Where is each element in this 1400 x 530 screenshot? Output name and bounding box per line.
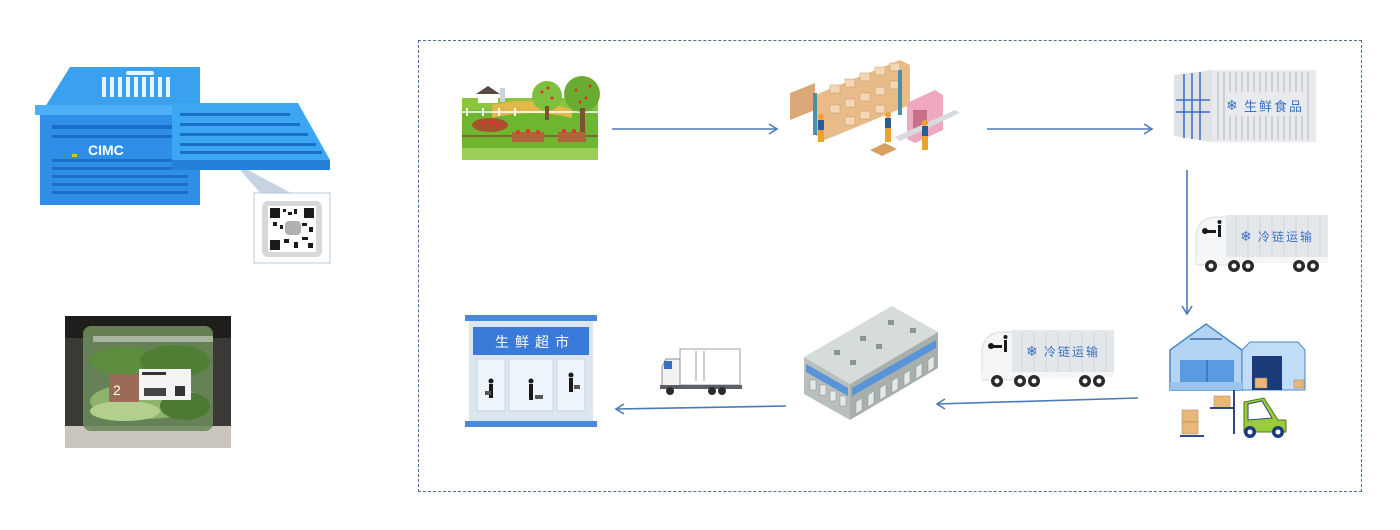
node-processing bbox=[785, 55, 965, 165]
node-supermarket: 生鲜超市 bbox=[465, 315, 597, 427]
farm-icon bbox=[462, 70, 600, 160]
node-truck-2: ❄ 冷链运输 bbox=[981, 328, 1114, 390]
refrigerated-container-icon: ❄ bbox=[1174, 70, 1316, 142]
cold-chain-truck-icon: ❄ bbox=[981, 330, 1114, 387]
driver-icon bbox=[988, 335, 1008, 352]
truck-1-label: 冷链运输 bbox=[1258, 230, 1315, 244]
node-cold-storage bbox=[1169, 320, 1306, 438]
diagram-frame bbox=[418, 40, 1362, 492]
packaged-vegetables-image: 2 bbox=[65, 316, 231, 448]
snowflake-icon: ❄ bbox=[1026, 344, 1038, 360]
distribution-center-icon bbox=[804, 306, 938, 420]
cold-storage-forklift-icon bbox=[1169, 323, 1306, 438]
delivery-truck-icon bbox=[660, 348, 742, 395]
driver-icon bbox=[1202, 220, 1222, 237]
arrow-container-to-cold-storage bbox=[1181, 170, 1193, 316]
crate-with-qr-image: CIMC bbox=[30, 55, 340, 265]
supermarket-label: 生鲜超市 bbox=[495, 335, 575, 351]
arrow-processing-to-container bbox=[987, 123, 1154, 135]
node-delivery-truck bbox=[660, 347, 742, 397]
arrow-distribution-to-supermarket bbox=[614, 403, 787, 415]
crate-brand-label: CIMC bbox=[88, 142, 124, 158]
node-distribution-center bbox=[800, 302, 940, 422]
snowflake-icon: ❄ bbox=[1226, 98, 1238, 114]
snowflake-icon: ❄ bbox=[1240, 229, 1252, 245]
product-label-number: 2 bbox=[113, 382, 121, 398]
node-container: ❄ 生鲜食品 bbox=[1174, 70, 1316, 142]
warehouse-workers-icon bbox=[790, 60, 960, 156]
vegetables-icon: 2 bbox=[65, 316, 231, 448]
arrow-farm-to-processing bbox=[612, 123, 779, 135]
truck-2-label: 冷链运输 bbox=[1044, 345, 1101, 359]
container-label: 生鲜食品 bbox=[1244, 100, 1305, 115]
supermarket-icon bbox=[465, 315, 597, 427]
cold-chain-truck-icon: ❄ bbox=[1195, 215, 1328, 272]
crate-icon: CIMC bbox=[35, 67, 331, 264]
node-farm bbox=[462, 70, 600, 160]
node-truck-1: ❄ 冷链运输 bbox=[1195, 213, 1328, 275]
arrow-cold-storage-to-distribution bbox=[935, 397, 1139, 410]
shopper-icon bbox=[485, 372, 580, 400]
